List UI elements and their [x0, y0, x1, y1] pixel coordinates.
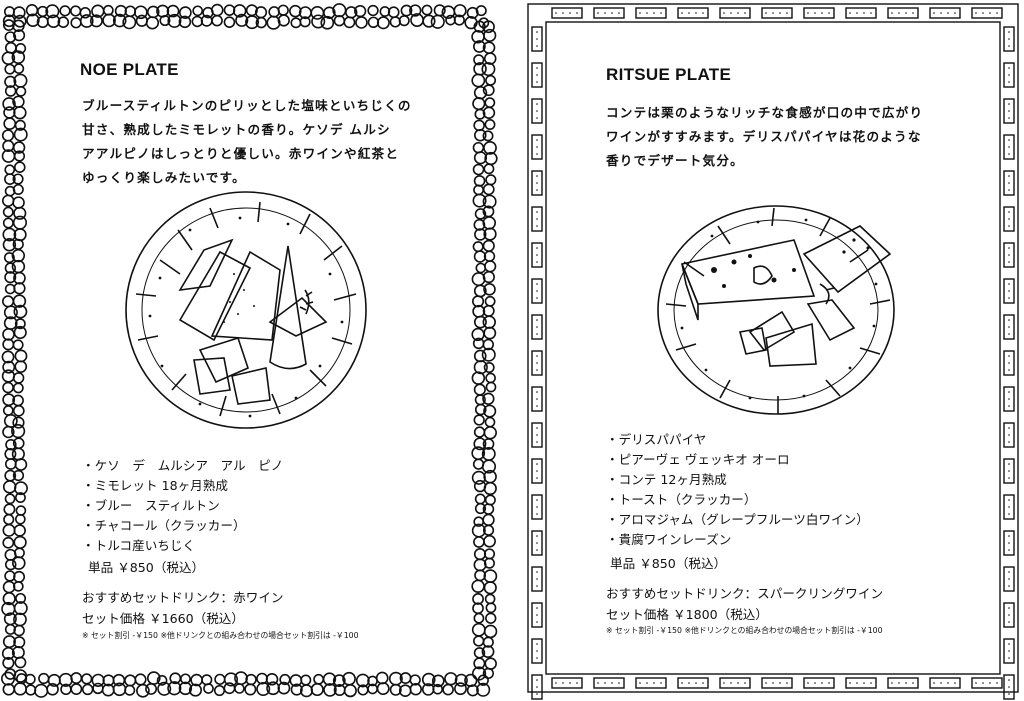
description-line: アアルピノはしっとりと優しい。赤ワインや紅茶と: [82, 146, 400, 161]
list-item: ・デリスパパイヤ: [606, 432, 707, 447]
noe-plate-description: ブルースティルトンのピリッとした塩味といちじくの 甘さ、熟成したミモレットの香り…: [82, 94, 412, 190]
list-item: ・ブルー スティルトン: [82, 498, 220, 513]
description-line: ブルースティルトンのピリッとした塩味といちじくの: [82, 98, 412, 113]
ritsue-plate-title: RITSUE PLATE: [606, 65, 732, 84]
single-price: 単品 ￥850（税込）: [88, 560, 205, 575]
list-item: ・ピアーヴェ ヴェッキオ オーロ: [606, 452, 790, 467]
ritsue-plate-description: コンテは栗のようなリッチな食感が口の中で広がり ワインがすすみます。デリスパパイ…: [606, 101, 923, 173]
description-line: ゆっくり楽しみたいです。: [82, 170, 246, 185]
set-price: セット価格 ￥1800（税込）: [606, 607, 768, 622]
list-item: ・ミモレット 18ヶ月熟成: [82, 478, 228, 493]
brick-border: [527, 3, 1019, 700]
list-item: ・トースト（クラッカー）: [606, 492, 757, 507]
ritsue-plate-card: RITSUE PLATE コンテは栗のようなリッチな食感が口の中で広がり ワイン…: [524, 0, 1024, 701]
cheese-plate-illustration: [657, 205, 895, 415]
description-line: 甘さ、熟成したミモレットの香り。ケソデ ムルシ: [82, 122, 391, 137]
noe-plate-title: NOE PLATE: [80, 60, 179, 79]
cheese-plate-illustration: [125, 191, 367, 429]
noe-item-list: ・ケソ デ ムルシア アル ピノ ・ミモレット 18ヶ月熟成 ・ブルー スティル…: [82, 456, 283, 556]
discount-note: ※ セット割引 -￥150 ※他ドリンクとの組み合わせの場合セット割引は -￥1…: [82, 631, 359, 640]
noe-plate-card: NOE PLATE ブルースティルトンのピリッとした塩味といちじくの 甘さ、熟成…: [0, 0, 500, 701]
recommended-drink: おすすめセットドリンク：赤ワイン: [82, 590, 284, 605]
list-item: ・アロマジャム（グレープフルーツ白ワイン）: [606, 512, 869, 527]
list-item: ・コンテ 12ヶ月熟成: [606, 472, 727, 487]
recommended-drink: おすすめセットドリンク：スパークリングワイン: [606, 586, 884, 601]
description-line: 香りでデザート気分。: [606, 153, 744, 168]
single-price: 単品 ￥850（税込）: [610, 556, 727, 571]
description-line: コンテは栗のようなリッチな食感が口の中で広がり: [606, 105, 924, 120]
list-item: ・ケソ デ ムルシア アル ピノ: [82, 458, 284, 473]
dotted-border: [1, 3, 498, 698]
list-item: ・トルコ産いちじく: [82, 538, 196, 553]
description-line: ワインがすすみます。デリスパパイヤは花のような: [606, 129, 922, 144]
discount-note: ※ セット割引 -￥150 ※他ドリンクとの組み合わせの場合セット割引は -￥1…: [606, 626, 883, 635]
list-item: ・チャコール（クラッカー）: [82, 518, 246, 533]
ritsue-item-list: ・デリスパパイヤ ・ピアーヴェ ヴェッキオ オーロ ・コンテ 12ヶ月熟成 ・ト…: [606, 430, 869, 550]
set-price: セット価格 ￥1660（税込）: [82, 611, 244, 626]
list-item: ・貴腐ワインレーズン: [606, 532, 732, 547]
